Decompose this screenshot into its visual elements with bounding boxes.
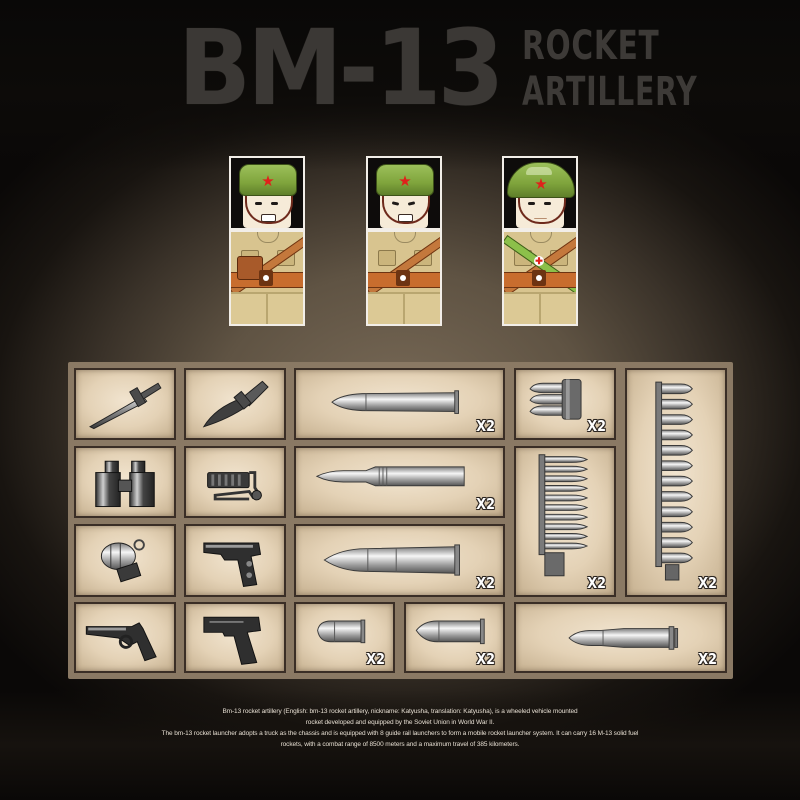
accessory-bayonet: [74, 368, 176, 440]
revolver-icon: [85, 622, 157, 662]
quantity-badge: X2: [587, 417, 606, 435]
helmet-icon: ★: [376, 164, 434, 196]
quantity-badge: X2: [476, 417, 495, 435]
accessory-binoculars: [74, 446, 176, 518]
medic-cross-icon: ✚: [534, 256, 544, 266]
quantity-badge: X2: [366, 650, 385, 668]
pistol-icon: [203, 616, 262, 665]
knife-icon: [202, 380, 269, 428]
bayonet-icon: [89, 382, 162, 430]
cartridge-icon: [315, 466, 465, 487]
helmet-icon: ★: [507, 162, 575, 198]
accessory-pistol-round: X2: [294, 602, 395, 673]
accessory-grenade: [74, 524, 176, 597]
title-line-artillery: ARTILLERY: [522, 69, 698, 115]
stripper-clip-icon: [529, 378, 582, 420]
shell-icon: [568, 626, 679, 650]
description: Bm-13 rocket artillery (English: bm-13 r…: [120, 706, 680, 750]
minifigure-head: ★: [502, 156, 578, 230]
accessory-ammo-strip: X2: [514, 446, 616, 597]
ammo-strip-icon: [538, 454, 589, 577]
title-model: BM-13: [178, 7, 504, 129]
bullet-icon: [415, 618, 485, 645]
ammo-pouch-icon: [237, 256, 263, 280]
description-line-3: The bm-13 rocket launcher adopts a truck…: [161, 730, 639, 737]
ammo-belt-icon: [655, 381, 693, 581]
description-line-2: rocket developed and equipped by the Sov…: [305, 719, 495, 726]
accessory-knife: [184, 368, 286, 440]
accessory-large-shell: X2: [294, 524, 505, 597]
grenade-icon: [100, 539, 145, 583]
description-line-1: Bm-13 rocket artillery (English: bm-13 r…: [222, 708, 578, 715]
red-star-icon: ★: [534, 176, 548, 193]
red-star-icon: ★: [398, 173, 412, 190]
binoculars-icon: [95, 460, 155, 508]
background-top-shade: [0, 0, 800, 170]
quantity-badge: X2: [698, 574, 717, 592]
minifigure-torso: [366, 230, 442, 326]
shell-icon: [323, 544, 460, 576]
minifigure-head: ★: [229, 156, 305, 230]
bullet-icon: [317, 619, 366, 644]
accessory-rifle-cartridge: X2: [294, 368, 505, 440]
sight-icon: [207, 471, 262, 501]
quantity-badge: X2: [476, 574, 495, 592]
pistol-icon: [203, 542, 262, 588]
cartridge-icon: [331, 390, 459, 414]
title-line-rocket: ROCKET: [522, 23, 660, 69]
minifigure-head: ★: [366, 156, 442, 230]
background-bottom-shade: [0, 690, 800, 800]
minifigure-torso: [229, 230, 305, 326]
accessory-modern-pistol: [184, 602, 286, 673]
quantity-badge: X2: [476, 650, 495, 668]
minifigure-torso: ✚: [502, 230, 578, 326]
accessory-rifle-round: X2: [404, 602, 505, 673]
accessory-revolver: [74, 602, 176, 673]
accessory-pistol: [184, 524, 286, 597]
accessory-ammo-belt: X2: [625, 368, 727, 597]
quantity-badge: X2: [476, 495, 495, 513]
accessory-pointed-cartridge: X2: [294, 446, 505, 518]
accessory-sight: [184, 446, 286, 518]
quantity-badge: X2: [587, 574, 606, 592]
accessory-stripper-clip: X2: [514, 368, 616, 440]
description-line-4: rockets, with a combat range of 8500 met…: [280, 741, 520, 748]
red-star-icon: ★: [261, 173, 275, 190]
helmet-icon: ★: [239, 164, 297, 196]
quantity-badge: X2: [698, 650, 717, 668]
accessory-tank-shell: X2: [514, 602, 727, 673]
